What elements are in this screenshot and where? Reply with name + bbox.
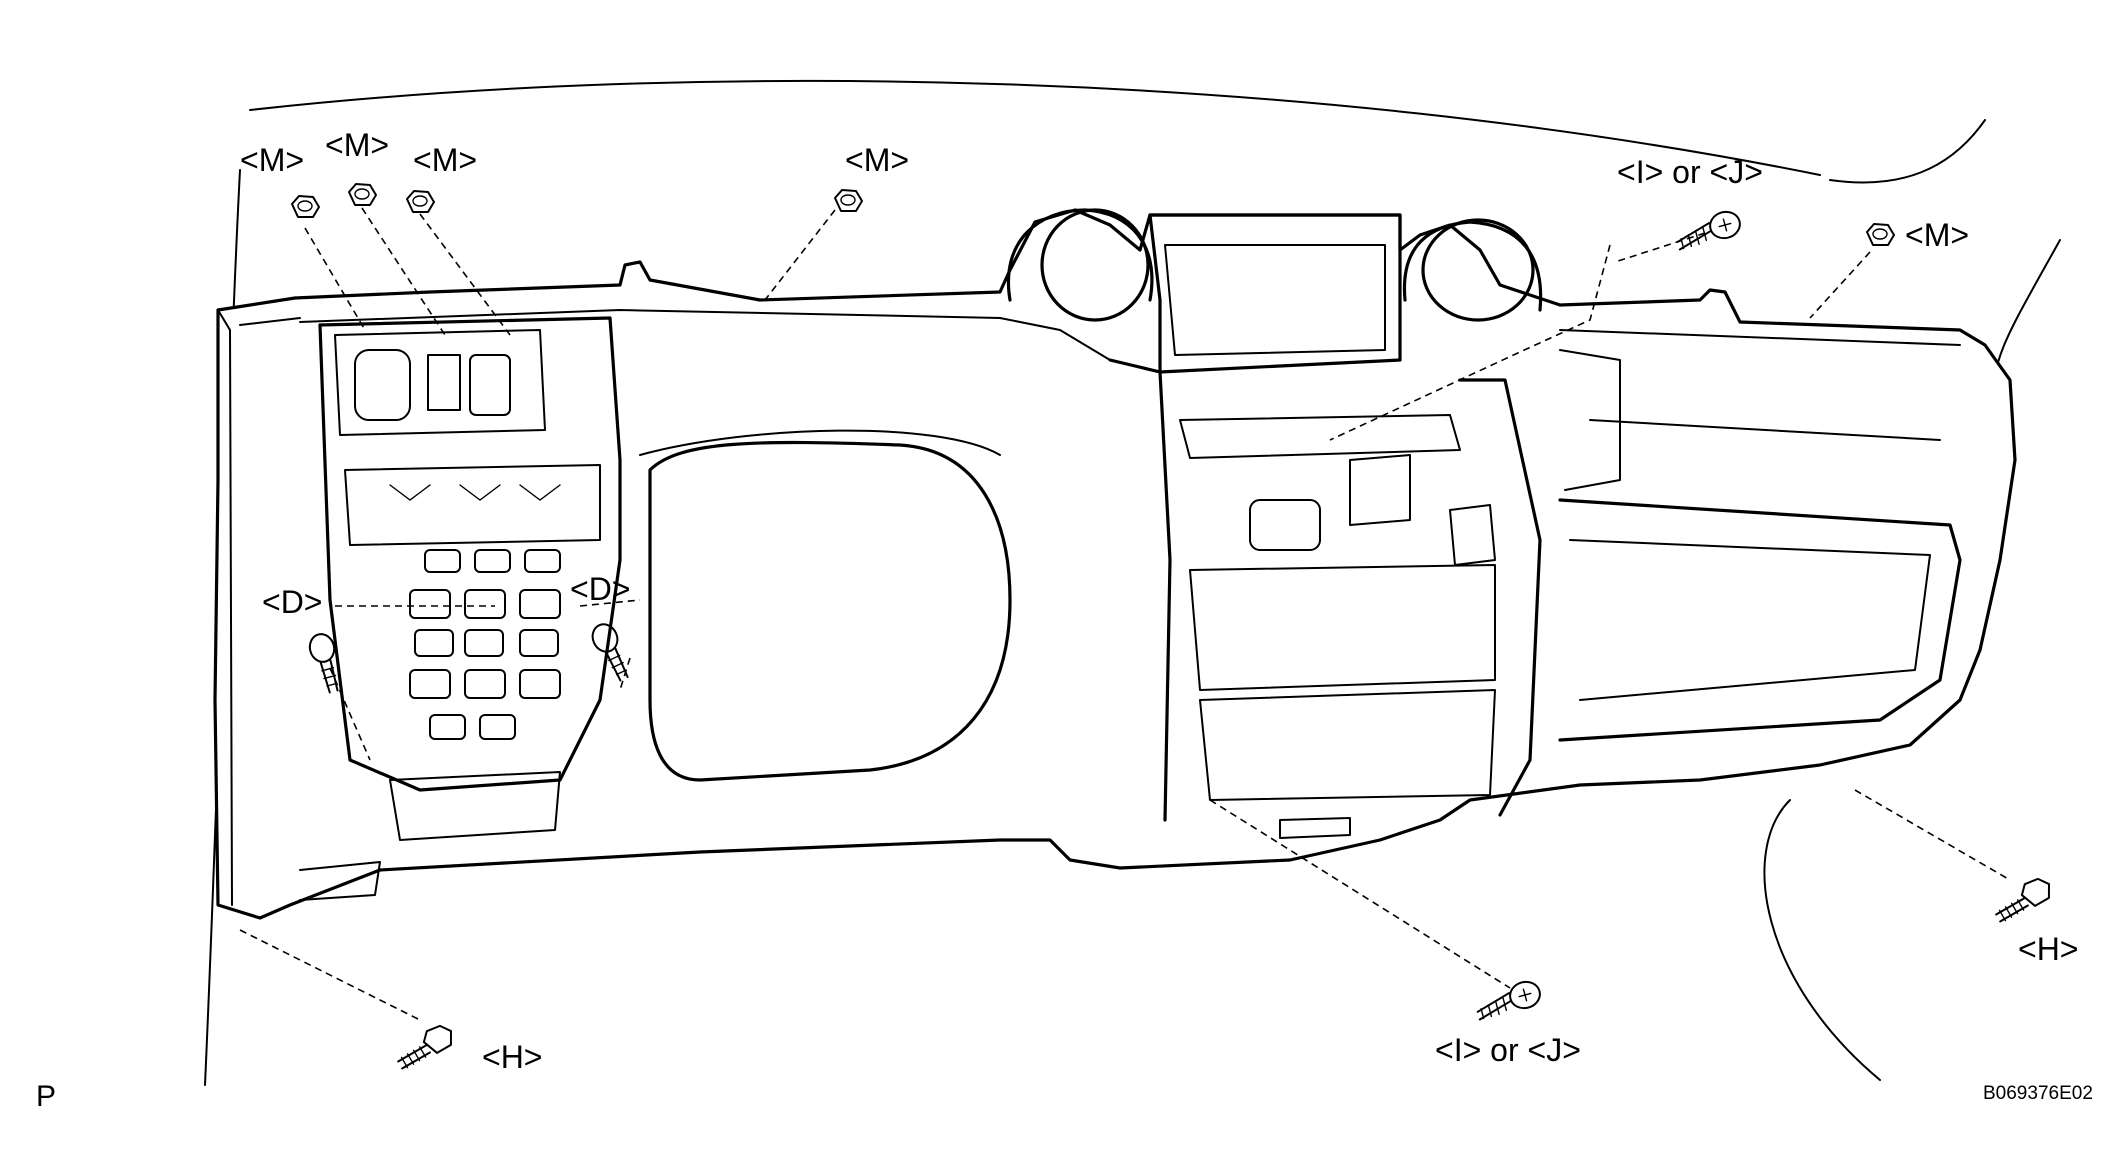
screw-ij-bottom-icon <box>1476 980 1541 1021</box>
nut-m2-icon <box>348 183 377 206</box>
callout-m-3: <M> <box>413 142 478 178</box>
screw-ij-top-icon <box>1676 210 1741 251</box>
instrument-panel-body <box>213 208 2017 920</box>
callout-h-left: <H> <box>482 1039 543 1075</box>
screw-d-right-icon <box>591 623 629 682</box>
callout-i-or-j-top: <I> or <J> <box>1617 154 1763 190</box>
callout-m-2: <M> <box>325 127 390 163</box>
callout-m-1: <M> <box>240 142 305 178</box>
callout-h-right: <H> <box>2018 931 2079 967</box>
nut-m1-icon <box>291 195 320 218</box>
leader-lines <box>239 207 2011 1021</box>
screw-d-left-icon <box>308 633 339 694</box>
callout-d-right: <D> <box>570 571 631 607</box>
nut-m5-icon <box>1866 223 1895 246</box>
nut-m4-icon <box>834 189 863 212</box>
switch-blocks <box>409 549 561 740</box>
nut-m3-icon <box>406 190 435 213</box>
callout-i-or-j-bottom: <I> or <J> <box>1435 1032 1581 1068</box>
bolt-h-left-icon <box>397 1024 452 1070</box>
bolt-fasteners <box>397 877 2050 1070</box>
figure-code: B069376E02 <box>1983 1083 2093 1104</box>
bolt-h-right-icon <box>1995 877 2050 923</box>
screw-fasteners <box>308 210 1741 1021</box>
view-letter: P <box>36 1080 57 1113</box>
nut-fasteners <box>291 183 1895 246</box>
callout-m-5: <M> <box>1905 217 1970 253</box>
callout-d-left: <D> <box>262 584 323 620</box>
callout-m-4: <M> <box>845 142 910 178</box>
